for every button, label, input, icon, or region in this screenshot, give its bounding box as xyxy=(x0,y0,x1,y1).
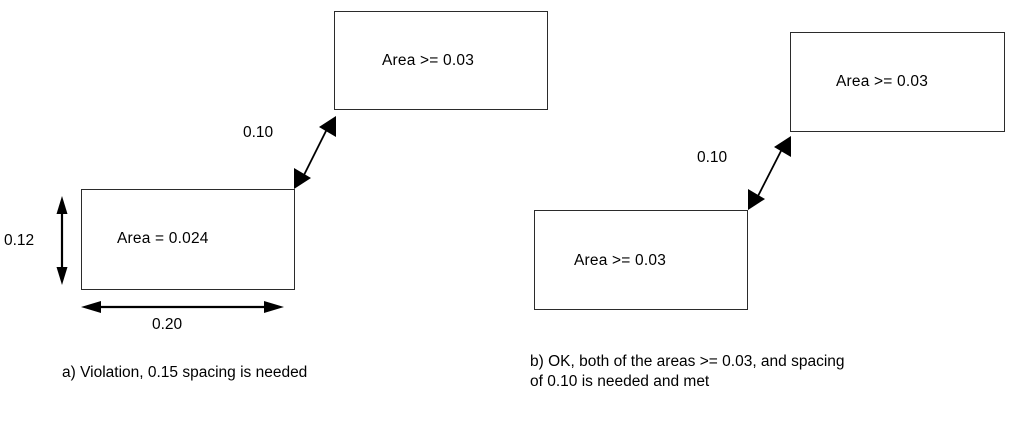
panel-b-top-rectangle-label: Area >= 0.03 xyxy=(836,73,929,90)
panel-a-spacing-dimension-label: 0.10 xyxy=(243,124,274,141)
panel-b-top-rectangle xyxy=(790,32,1005,132)
panel-b-bottom-rectangle xyxy=(534,210,748,310)
panel-a-spacing-arrow xyxy=(294,116,336,189)
panel-a-top-rectangle-label: Area >= 0.03 xyxy=(382,52,475,69)
panel-b-bottom-rectangle-label: Area >= 0.03 xyxy=(574,252,667,269)
panel-a-caption: a) Violation, 0.15 spacing is needed xyxy=(62,364,308,381)
panel-b-spacing-dimension-label: 0.10 xyxy=(697,149,728,166)
panel-a-top-rectangle xyxy=(334,11,548,110)
panel-a-height-dimension-label: 0.12 xyxy=(4,232,35,249)
panel-b-caption: b) OK, both of the areas >= 0.03, and sp… xyxy=(530,353,845,390)
panel-a-height-arrow xyxy=(56,196,68,285)
panel-a-bottom-rectangle xyxy=(81,189,295,290)
panel-a-width-arrow xyxy=(81,301,284,313)
panel-a-width-dimension-label: 0.20 xyxy=(152,316,183,333)
panel-b-spacing-arrow xyxy=(748,136,791,210)
panel-a-bottom-rectangle-label: Area = 0.024 xyxy=(117,230,209,247)
